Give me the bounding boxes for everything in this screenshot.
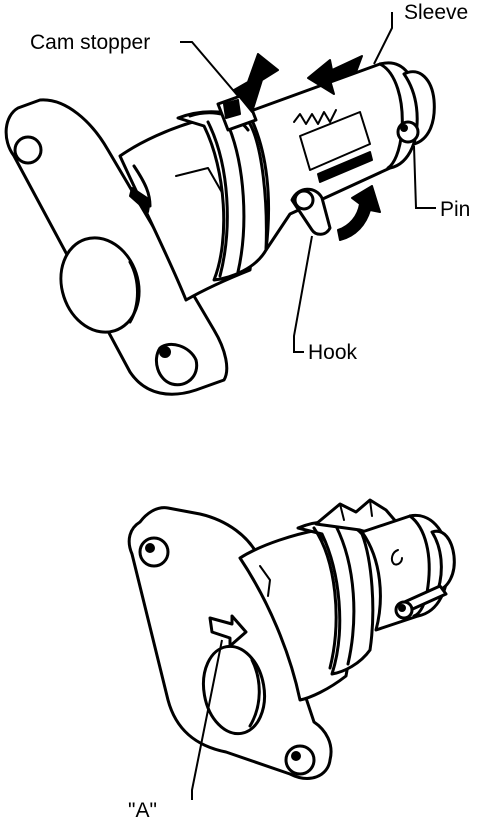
top-pin — [396, 120, 420, 144]
bottom-mark-a-arrow — [208, 614, 248, 648]
top-spring — [293, 109, 337, 125]
bottom-flange-hole-lower — [284, 744, 316, 776]
bottom-tensioner-body — [238, 528, 362, 702]
bottom-tensioner-drawing — [127, 498, 456, 800]
top-sleeve-end-cap — [402, 70, 436, 146]
bottom-sleeve-end-cap — [430, 529, 456, 592]
label-mark-a: "A" — [128, 799, 157, 822]
top-flange-hole-upper — [13, 135, 43, 165]
top-arrow-press-left — [233, 53, 279, 113]
label-pin: Pin — [440, 198, 471, 221]
label-hook: Hook — [308, 341, 358, 364]
bottom-flange-hole-upper — [138, 536, 170, 568]
bottom-flange-bore — [201, 644, 267, 736]
top-tensioner-drawing — [4, 12, 436, 396]
top-arrow-press-right — [307, 55, 363, 95]
top-arrow-hook-rotate — [337, 185, 381, 241]
label-cam-stopper: Cam stopper — [30, 31, 151, 54]
label-sleeve: Sleeve — [404, 1, 469, 24]
